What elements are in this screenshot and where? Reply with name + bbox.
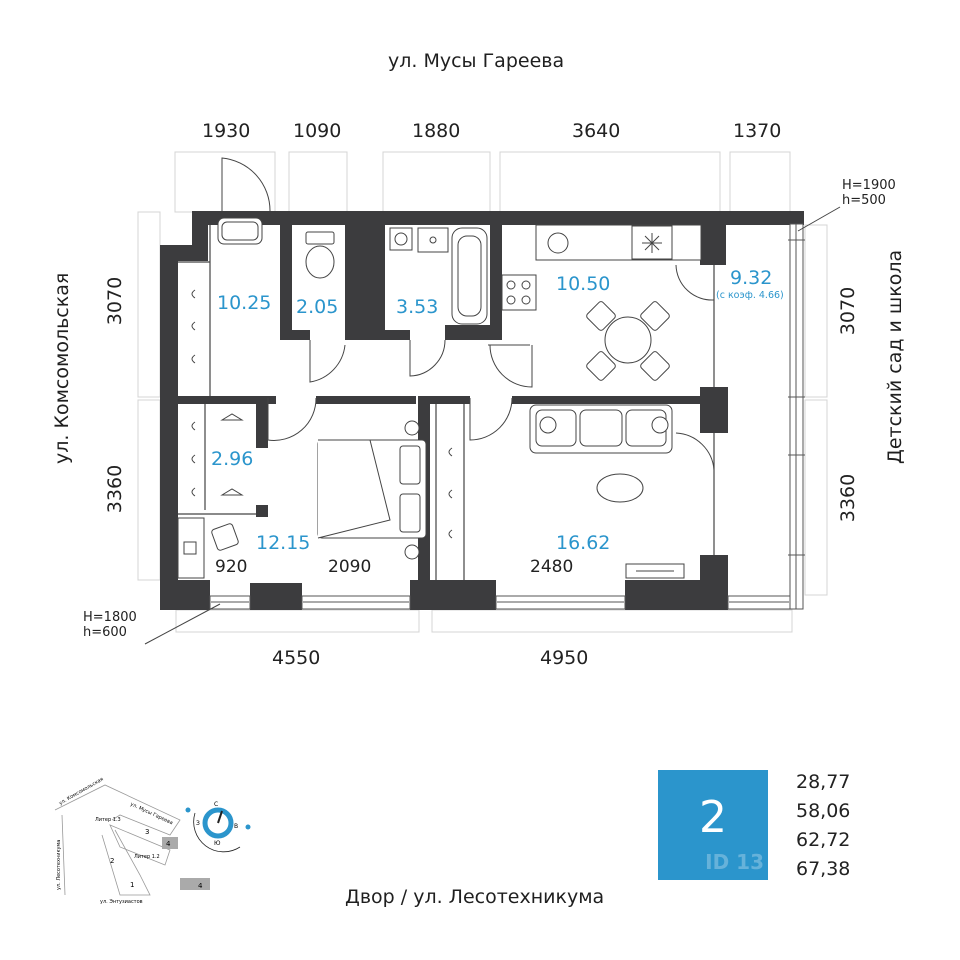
snowflake-icon: [642, 233, 662, 253]
svg-text:Ю: Ю: [214, 840, 221, 847]
street-right: Детский сад и школа: [884, 249, 906, 464]
dim-top-5: 1370: [733, 120, 782, 142]
section-3: 3: [145, 828, 149, 836]
living-furniture: [529, 404, 685, 579]
window-note-bottom-left: H=1800 h=600: [83, 610, 137, 640]
dim-right-1: 3070: [837, 286, 859, 336]
walls: [160, 211, 804, 610]
street-top: ул. Мусы Гареева: [388, 50, 565, 72]
room-area-balcony-note: (с коэф. 4.66): [716, 290, 784, 301]
svg-text:С: С: [214, 801, 218, 808]
dim-bottom-1: 4550: [272, 647, 321, 669]
legend-label: 4: [198, 882, 203, 890]
rooms-count: 2: [699, 792, 727, 843]
room-area-hall: 10.25: [217, 292, 272, 314]
dim-left-1: 3070: [104, 276, 126, 326]
leader-line: [797, 206, 841, 232]
room-area-balcony: 9.32: [730, 267, 773, 289]
fixtures: [217, 217, 702, 325]
compass-icon: С Ю З В: [185, 801, 251, 853]
partitions: [178, 225, 715, 580]
bedroom-furniture: [177, 420, 427, 579]
street-mini-3: ул. Лесотехникума: [56, 840, 62, 890]
area-value-2: 58,06: [796, 800, 851, 822]
room-area-living: 16.62: [556, 532, 611, 554]
street-mini-1: ул. Комсомольская: [58, 776, 105, 806]
svg-text:В: В: [234, 823, 238, 830]
dim-inner-2: 2090: [328, 557, 372, 577]
svg-text:З: З: [196, 820, 200, 827]
dim-bottom-2: 4950: [540, 647, 589, 669]
legend-swatch: [180, 878, 210, 890]
dim-top-1: 1930: [202, 120, 251, 142]
dim-left-2: 3360: [104, 464, 126, 514]
section-4-highlight: [162, 837, 178, 849]
leader-line: [144, 603, 221, 645]
literal-1-2: Литер 1.2: [134, 854, 160, 860]
dim-inner-3: 2480: [530, 557, 574, 577]
dim-top-2: 1090: [293, 120, 342, 142]
section-1: 1: [130, 881, 134, 889]
doors: [221, 157, 715, 471]
literal-1-3: Литер 1.3: [95, 817, 121, 823]
site-plan: 3 4 2 1 4 Литер 1.3 Литер 1.2 ул. Комсом…: [54, 776, 251, 905]
window-note-top-right: H=1900 h=500: [842, 178, 896, 208]
dim-top-3: 1880: [412, 120, 461, 142]
room-area-kitchen: 10.50: [556, 273, 611, 295]
section-2: 2: [110, 857, 114, 865]
dining-table: [586, 301, 670, 381]
room-area-wardrobe: 2.96: [211, 448, 254, 470]
street-left: ул. Комсомольская: [51, 272, 73, 464]
area-list: 28,77 58,06 62,72 67,38: [796, 768, 850, 884]
dim-inner-1: 920: [215, 557, 248, 577]
watermark: ID 13: [705, 850, 764, 874]
wardrobe-hangers: [191, 289, 453, 539]
rooms-badge: 2 ID 13: [658, 770, 768, 880]
area-value-1: 28,77: [796, 771, 851, 793]
dim-right-2: 3360: [837, 473, 859, 523]
room-area-wc: 2.05: [296, 296, 339, 318]
street-bottom: Двор / ул. Лесотехникума: [345, 886, 605, 908]
room-area-bedroom: 12.15: [256, 532, 311, 554]
street-mini-4: ул. Энтузиастов: [100, 899, 143, 905]
area-value-4: 67,38: [796, 858, 851, 880]
dim-top-4: 3640: [572, 120, 621, 142]
area-value-3: 62,72: [796, 829, 851, 851]
room-area-bathroom: 3.53: [396, 296, 439, 318]
section-4: 4: [166, 840, 171, 848]
